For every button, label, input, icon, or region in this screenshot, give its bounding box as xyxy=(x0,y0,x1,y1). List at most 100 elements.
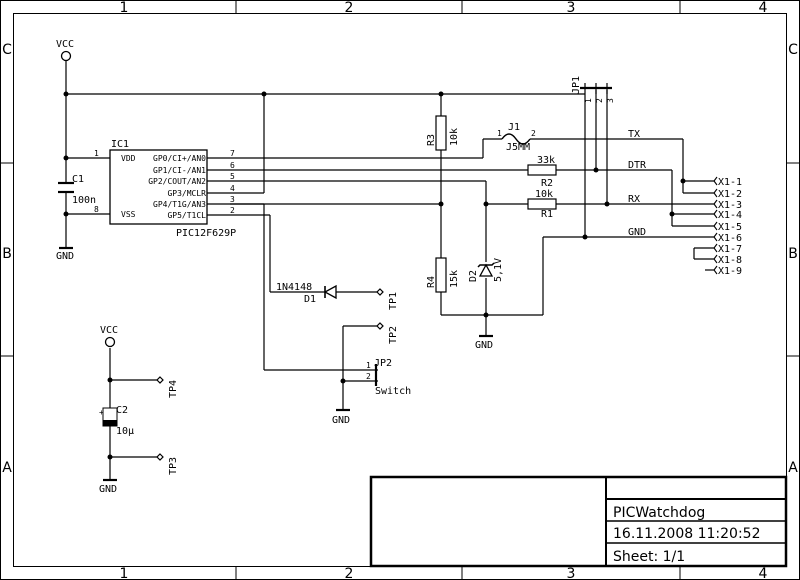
connector-pin-marker xyxy=(713,209,718,219)
r1-ref: R1 xyxy=(541,209,553,220)
jumper-j1 xyxy=(501,133,531,145)
gnd-label-4: GND xyxy=(99,484,117,495)
jp1-pin-3: 3 xyxy=(606,98,615,103)
d1-value: 1N4148 xyxy=(276,282,312,293)
connector-pin-marker xyxy=(713,199,718,209)
ic1-pin-gp2: GP2/COUT/AN2 xyxy=(148,177,206,186)
title-block-title: PICWatchdog xyxy=(613,505,705,521)
ic1-pin-vdd: VDD xyxy=(121,154,136,163)
frame-col-3-bottom: 3 xyxy=(567,566,576,580)
frame-row-c-right: C xyxy=(788,42,798,58)
switch-jp2 xyxy=(370,364,378,386)
testpoint-tp1 xyxy=(376,288,384,296)
testpoint-tp2 xyxy=(376,322,384,330)
gnd-label-2: GND xyxy=(475,340,493,351)
net-label-gnd: GND xyxy=(628,227,646,238)
connector-pin-marker xyxy=(713,232,718,242)
vcc-symbol-2 xyxy=(104,336,116,348)
frame-row-a-right: A xyxy=(788,460,798,476)
ic1-pinnum-4: 4 xyxy=(230,184,235,193)
c2-ref: C2 xyxy=(116,405,128,416)
capacitor-c1 xyxy=(58,181,74,194)
frame-row-c-left: C xyxy=(2,42,12,58)
ic1-pin-gp5: GP5/T1CL xyxy=(167,211,206,220)
ic1-pinnum-3: 3 xyxy=(230,195,235,204)
connector-pin-label: X1-5 xyxy=(718,222,742,233)
frame-row-a-left: A xyxy=(2,460,12,476)
d2-value: 5,1V xyxy=(493,258,504,282)
connector-pin-marker xyxy=(713,188,718,198)
r4-ref: R4 xyxy=(426,276,437,288)
testpoint-tp3 xyxy=(156,453,164,461)
connector-pin-label: X1-2 xyxy=(718,189,742,200)
j1-pin-2: 2 xyxy=(531,129,536,138)
gnd-label-3: GND xyxy=(332,415,350,426)
ic1-pin-vss: VSS xyxy=(121,210,136,219)
frame-col-1-bottom: 1 xyxy=(120,566,129,580)
frame-col-2-bottom: 2 xyxy=(345,566,354,580)
connector-pin-label: X1-6 xyxy=(718,233,742,244)
j1-pin-1: 1 xyxy=(497,129,502,138)
ic1-pinnum-7: 7 xyxy=(230,149,235,158)
connector-pin-marker xyxy=(713,243,718,253)
resistor-r1 xyxy=(527,198,557,210)
ic1-pinnum-1: 1 xyxy=(94,149,99,158)
tp1-label: TP1 xyxy=(388,292,399,310)
frame-row-b-left: B xyxy=(2,246,12,262)
title-block xyxy=(369,475,788,568)
svg-text:+: + xyxy=(99,408,104,417)
c1-value: 100n xyxy=(72,195,96,206)
vcc-symbol-1 xyxy=(60,50,72,62)
capacitor-c2: + xyxy=(99,407,118,427)
net-label-rx: RX xyxy=(628,194,640,205)
connector-pin-label: X1-7 xyxy=(718,244,742,255)
ic1-pinnum-5: 5 xyxy=(230,172,235,181)
title-block-sheet: Sheet: 1/1 xyxy=(613,549,685,565)
testpoint-tp4 xyxy=(156,376,164,384)
connector-pin-marker xyxy=(713,221,718,231)
zener-d2 xyxy=(477,262,495,277)
r3-ref: R3 xyxy=(426,134,437,146)
jp2-pin-2: 2 xyxy=(366,372,371,381)
gnd-label-1: GND xyxy=(56,251,74,262)
d1-ref: D1 xyxy=(304,294,316,305)
frame-col-4-top: 4 xyxy=(759,0,768,16)
resistor-r2 xyxy=(527,164,557,176)
jp2-value: Switch xyxy=(375,386,411,397)
jp1-pin-1: 1 xyxy=(584,98,593,103)
frame-col-1-top: 1 xyxy=(120,0,129,16)
r3-value: 10k xyxy=(449,128,460,146)
tp2-label: TP2 xyxy=(388,326,399,344)
frame-row-b-right: B xyxy=(788,246,798,262)
ic1-pin-gp1: GP1/CI-/AN1 xyxy=(153,166,206,175)
connector-pin-label: X1-3 xyxy=(718,200,742,211)
jp2-ref: JP2 xyxy=(374,358,392,369)
ic1-ref: IC1 xyxy=(111,139,129,150)
ic1-body xyxy=(109,149,208,225)
connector-x1 xyxy=(713,176,718,275)
net-label-tx: TX xyxy=(628,129,640,140)
connector-pin-label: X1-9 xyxy=(718,266,742,277)
ic1-pin-gp0: GP0/CI+/AN0 xyxy=(153,154,206,163)
j1-value: J5MM xyxy=(506,142,530,153)
r2-value: 33k xyxy=(537,155,555,166)
ic1-pinnum-8: 8 xyxy=(94,205,99,214)
connector-pin-marker xyxy=(713,254,718,264)
c1-ref: C1 xyxy=(72,174,84,185)
r2-ref: R2 xyxy=(541,178,553,189)
ic1-pin-gp4: GP4/T1G/AN3 xyxy=(153,200,206,209)
jp2-pin-1: 1 xyxy=(366,361,371,370)
ic1-pin-gp3: GP3/MCLR xyxy=(167,189,206,198)
d2-ref: D2 xyxy=(468,270,479,282)
c2-value: 10µ xyxy=(116,426,134,437)
junction-dots xyxy=(63,91,686,460)
r4-value: 15k xyxy=(449,270,460,288)
frame-col-2-top: 2 xyxy=(345,0,354,16)
tp3-label: TP3 xyxy=(168,457,179,475)
ic1-pinnum-6: 6 xyxy=(230,161,235,170)
diode-d1 xyxy=(323,284,337,300)
jp1-ref: JP1 xyxy=(571,76,582,94)
vcc-label-2: VCC xyxy=(100,325,118,336)
